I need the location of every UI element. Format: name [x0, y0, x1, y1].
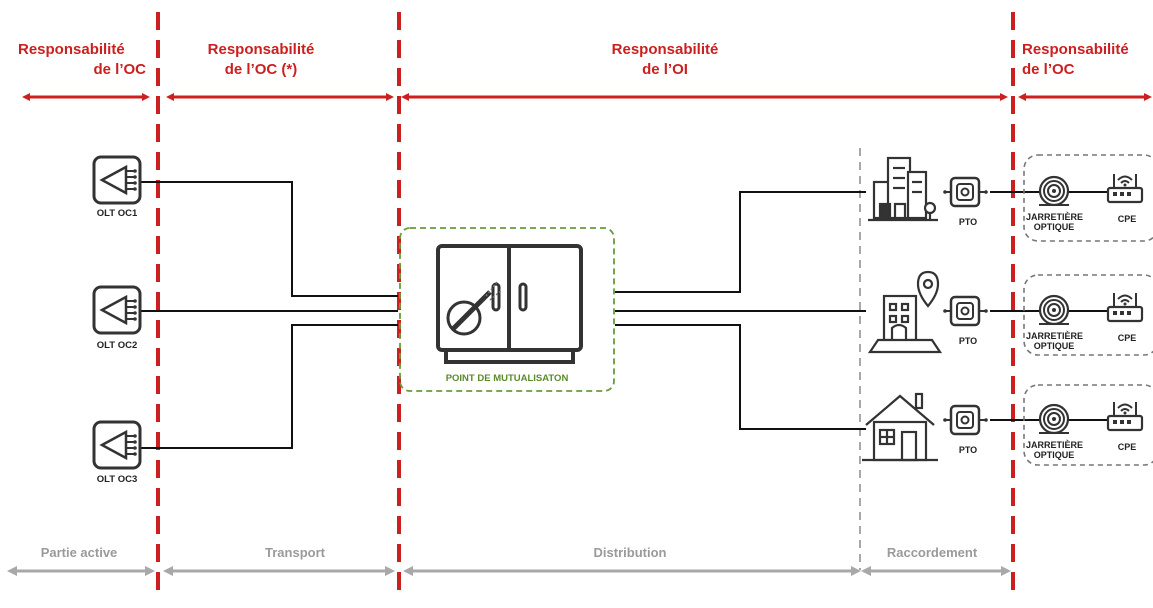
resp-label-1: Responsabilité de l’OC [18, 40, 148, 80]
cpe-frame-1 [1023, 154, 1153, 242]
resp-label-4-line2: de l’OC [1022, 61, 1075, 78]
resp-label-1-line2: de l’OC [93, 61, 146, 78]
resp-label-4-line1: Responsabilité [1022, 41, 1129, 58]
jarretiere-label-2-line1: JARRETIÈRE [1026, 331, 1084, 341]
phase-label-raccordement: Raccordement [886, 545, 978, 560]
cpe-frame-3 [1023, 384, 1153, 466]
resp-label-3-line1: Responsabilité [611, 41, 719, 58]
resp-label-2-line2: de l’OC (*) [224, 61, 298, 78]
jarretiere-icon-1 [1037, 175, 1071, 207]
olt-label-3: OLT OC3 [96, 474, 138, 485]
resp-label-4: Responsabilité de l’OC [1022, 40, 1150, 80]
drop-cables [990, 191, 1108, 421]
resp-label-2-line1: Responsabilité [207, 41, 315, 58]
jarretiere-icon-3 [1037, 403, 1071, 435]
pto-label-2: PTO [958, 336, 978, 346]
distribution-fibres [615, 191, 866, 430]
pm-label: POINT DE MUTUALISATON [445, 373, 569, 384]
jarretiere-label-1-line2: OPTIQUE [1033, 222, 1075, 232]
pto-icon-3 [941, 404, 990, 436]
building-icon [868, 156, 938, 222]
cpe-icon-1 [1106, 172, 1144, 204]
resp-label-3: Responsabilité de l’OI [600, 40, 730, 80]
office-location-icon [867, 270, 943, 354]
resp-label-1-line1: Responsabilité [18, 41, 125, 58]
transport-fibres [140, 181, 398, 449]
cpe-label-3: CPE [1117, 442, 1137, 452]
olt-icon-2 [92, 285, 142, 335]
resp-label-3-line2: de l’OI [642, 61, 688, 78]
jarretiere-label-3: JARRETIÈRE OPTIQUE [1026, 440, 1084, 460]
olt-label-2: OLT OC2 [96, 340, 138, 351]
cpe-label-1: CPE [1117, 214, 1137, 224]
phase-label-transport: Transport [265, 545, 325, 560]
pm-frame [399, 227, 615, 392]
jarretiere-label-2: JARRETIÈRE OPTIQUE [1026, 331, 1084, 351]
jarretiere-label-1: JARRETIÈRE OPTIQUE [1026, 212, 1084, 232]
jarretiere-icon-2 [1037, 294, 1071, 326]
jarretiere-label-3-line1: JARRETIÈRE [1026, 440, 1084, 450]
olt-icon-1 [92, 155, 142, 205]
pto-icon-1 [941, 176, 990, 208]
cpe-frame-2 [1023, 274, 1153, 356]
olt-icon-3 [92, 420, 142, 470]
phase-label-partie-active: Partie active [40, 545, 118, 560]
pto-icon-2 [941, 295, 990, 327]
cpe-icon-2 [1106, 291, 1144, 323]
pto-label-3: PTO [958, 445, 978, 455]
jarretiere-label-1-line1: JARRETIÈRE [1026, 212, 1084, 222]
jarretiere-label-3-line2: OPTIQUE [1033, 450, 1075, 460]
cpe-label-2: CPE [1117, 333, 1137, 343]
phase-label-distribution: Distribution [593, 545, 667, 560]
cpe-icon-3 [1106, 400, 1144, 432]
resp-label-2: Responsabilité de l’OC (*) [196, 40, 326, 80]
cabinet-icon [436, 244, 583, 364]
olt-label-1: OLT OC1 [96, 208, 138, 219]
house-icon [862, 392, 938, 462]
jarretiere-label-2-line2: OPTIQUE [1033, 341, 1075, 351]
pto-label-1: PTO [958, 217, 978, 227]
